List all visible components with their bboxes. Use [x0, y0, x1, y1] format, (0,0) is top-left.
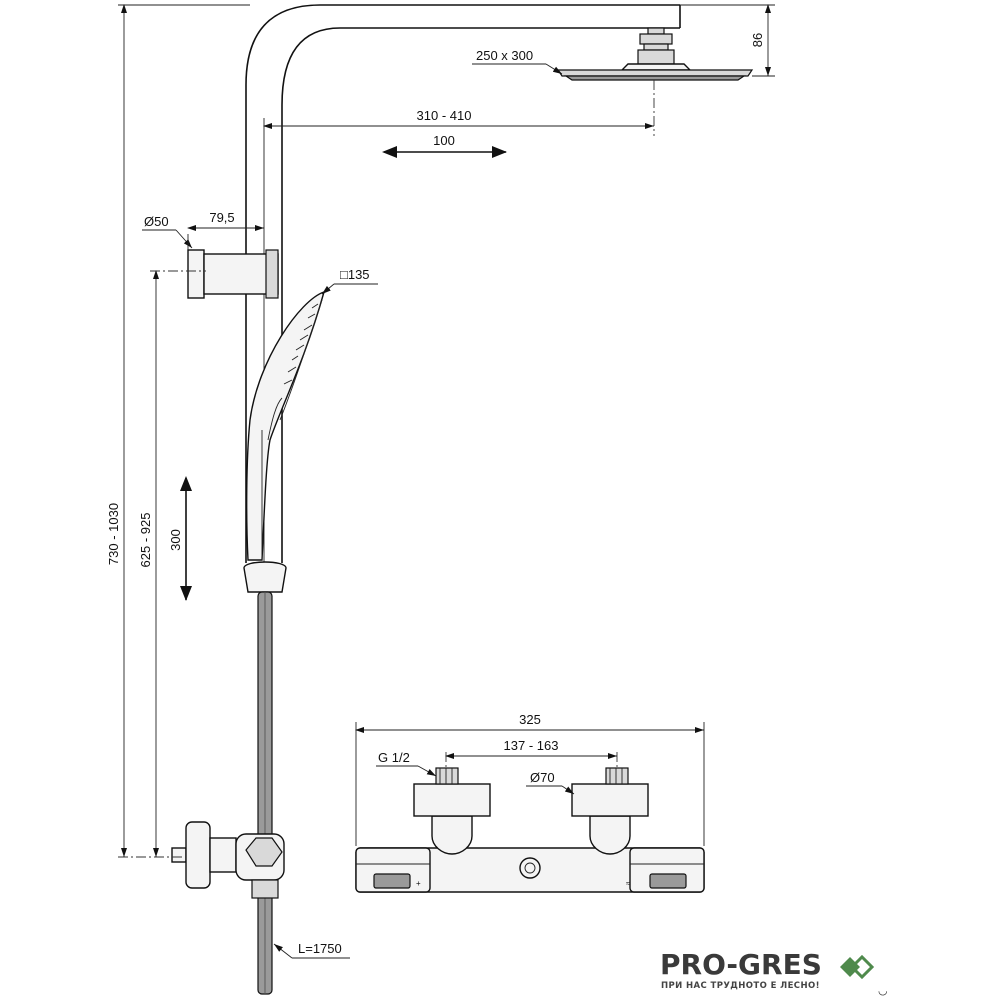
- dim-arm-length-label: 310 - 410: [417, 108, 472, 123]
- dim-mixer-width: 325: [355, 712, 705, 846]
- cold-mark: +: [416, 879, 421, 888]
- logo-tagline: ПРИ НАС ТРУДНОТО Е ЛЕСНО!: [661, 981, 820, 991]
- dim-bar-height-label: 625 - 925: [138, 513, 153, 568]
- dim-handshower-size-label: □135: [340, 267, 370, 282]
- diamond-arrow-icon: [840, 954, 875, 980]
- corner-mark: ◡: [878, 984, 888, 997]
- dim-inlet-thread-label: G 1/2: [378, 750, 410, 765]
- dim-inlet-thread: G 1/2: [376, 750, 437, 777]
- hose: [257, 591, 273, 995]
- dim-head-size: 250 x 300: [472, 48, 563, 75]
- dim-head-height: 86: [680, 4, 775, 77]
- dim-hose-length-label: L=1750: [298, 941, 342, 956]
- dim-inlet-spacing: 137 - 163: [445, 738, 618, 770]
- dim-total-height-label: 730 - 1030: [106, 503, 121, 565]
- dim-bracket-diameter-label: Ø50: [144, 214, 169, 229]
- shower-mark: ≈: [626, 879, 631, 888]
- shower-column: [245, 4, 692, 860]
- logo-title: PRO-GRES: [660, 948, 822, 981]
- dim-slide-travel: 300: [168, 476, 192, 601]
- dim-hose-length: L=1750: [273, 941, 350, 959]
- dim-escutcheon-diameter: Ø70: [526, 770, 575, 795]
- dim-arm-adjust: 100: [382, 133, 507, 158]
- dim-arm-length: 310 - 410: [263, 80, 655, 136]
- spray-nozzles: [283, 303, 319, 385]
- thermostatic-mixer: + ≈: [355, 767, 705, 893]
- dim-head-size-label: 250 x 300: [476, 48, 533, 63]
- dim-bracket-offset-label: 79,5: [209, 210, 234, 225]
- dim-bracket-diameter: Ø50: [142, 214, 193, 249]
- dim-mixer-width-label: 325: [519, 712, 541, 727]
- head-shower: [556, 69, 754, 81]
- dim-inlet-spacing-label: 137 - 163: [504, 738, 559, 753]
- dim-bar-height: 625 - 925: [138, 270, 159, 857]
- top-wall-bracket: [187, 249, 279, 299]
- dim-arm-adjust-label: 100: [433, 133, 455, 148]
- dim-bracket-offset: 79,5: [187, 210, 264, 250]
- hand-shower: [243, 290, 326, 593]
- bottom-wall-elbow: [171, 821, 285, 899]
- dim-escutcheon-diameter-label: Ø70: [530, 770, 555, 785]
- dim-slide-travel-label: 300: [168, 529, 183, 551]
- dim-total-height: 730 - 1030: [106, 4, 127, 857]
- dim-handshower-size: □135: [321, 267, 378, 295]
- dim-head-height-label: 86: [750, 33, 765, 47]
- pro-gres-logo: PRO-GRES ПРИ НАС ТРУДНОТО Е ЛЕСНО!: [660, 948, 890, 998]
